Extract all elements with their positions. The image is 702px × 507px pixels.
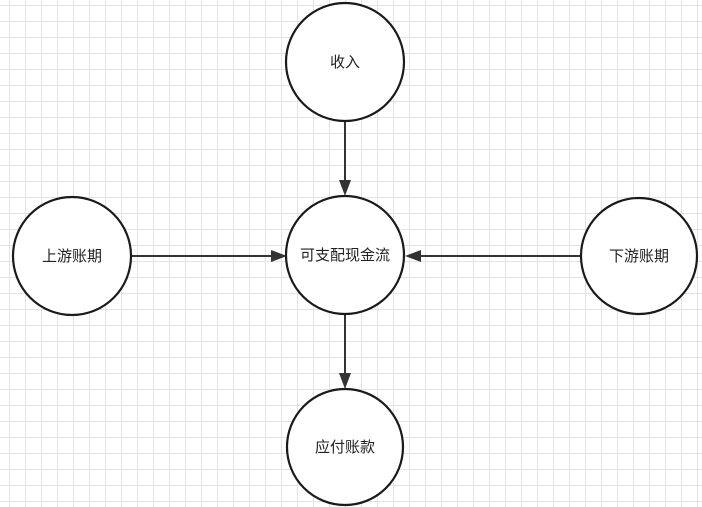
edge-downstream-to-cashflow <box>405 250 582 262</box>
node-payables-circle <box>285 387 405 507</box>
node-cashflow-label: 可支配现金流 <box>300 246 390 264</box>
edge-cashflow-to-payables <box>339 314 351 389</box>
node-upstream[interactable]: 上游账期 <box>11 195 133 317</box>
edge-income-to-cashflow <box>339 121 351 196</box>
node-downstream[interactable]: 下游账期 <box>579 196 699 316</box>
edges <box>131 121 582 389</box>
node-cashflow-circle <box>284 194 406 316</box>
node-upstream-label: 上游账期 <box>42 247 102 265</box>
node-income-circle <box>284 1 406 123</box>
edge-upstream-to-cashflow <box>131 250 287 262</box>
node-downstream-circle <box>579 196 699 316</box>
node-cashflow[interactable]: 可支配现金流 <box>284 194 406 316</box>
node-payables-label: 应付账款 <box>315 438 375 456</box>
node-income-label: 收入 <box>330 53 360 71</box>
node-downstream-label: 下游账期 <box>609 247 669 265</box>
node-payables[interactable]: 应付账款 <box>285 387 405 507</box>
node-upstream-circle <box>11 195 133 317</box>
node-income[interactable]: 收入 <box>284 1 406 123</box>
